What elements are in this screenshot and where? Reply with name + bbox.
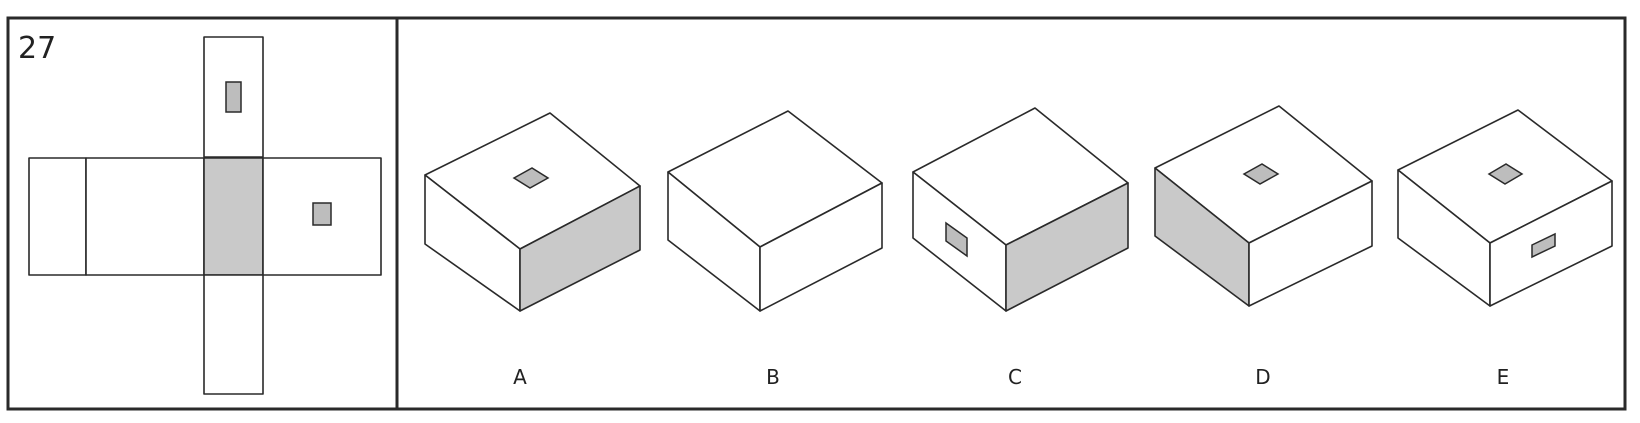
option-c-left-hole xyxy=(945,221,968,258)
option-e-right-hole xyxy=(1531,232,1556,259)
question-number: 27 xyxy=(18,31,56,66)
option-a-box xyxy=(424,112,641,312)
option-d-right-face xyxy=(1248,180,1373,307)
box-net xyxy=(28,36,382,395)
option-b-box xyxy=(667,110,883,312)
net-face-center-shaded xyxy=(203,157,264,276)
option-e-top-hole xyxy=(1487,163,1524,185)
option-d-box xyxy=(1154,105,1373,307)
option-d-label: D xyxy=(1255,365,1270,389)
option-e-label: E xyxy=(1497,365,1510,389)
option-d-top-hole xyxy=(1242,163,1280,185)
option-a-right-face xyxy=(519,185,641,312)
option-c-label: C xyxy=(1008,365,1022,389)
option-a-label: A xyxy=(513,365,527,389)
option-b-right-face xyxy=(759,182,883,312)
option-c-right-face xyxy=(1005,182,1129,312)
options-panel-frame xyxy=(395,16,1627,411)
net-top-hole xyxy=(225,81,242,113)
option-e-box xyxy=(1397,109,1613,307)
option-b-label: B xyxy=(766,365,780,389)
net-face-left xyxy=(85,157,205,276)
net-right-hole xyxy=(312,202,332,226)
option-a-top-hole xyxy=(512,167,550,189)
option-c-box xyxy=(912,107,1129,312)
net-face-far-left xyxy=(28,157,87,276)
net-face-bottom xyxy=(203,274,264,395)
